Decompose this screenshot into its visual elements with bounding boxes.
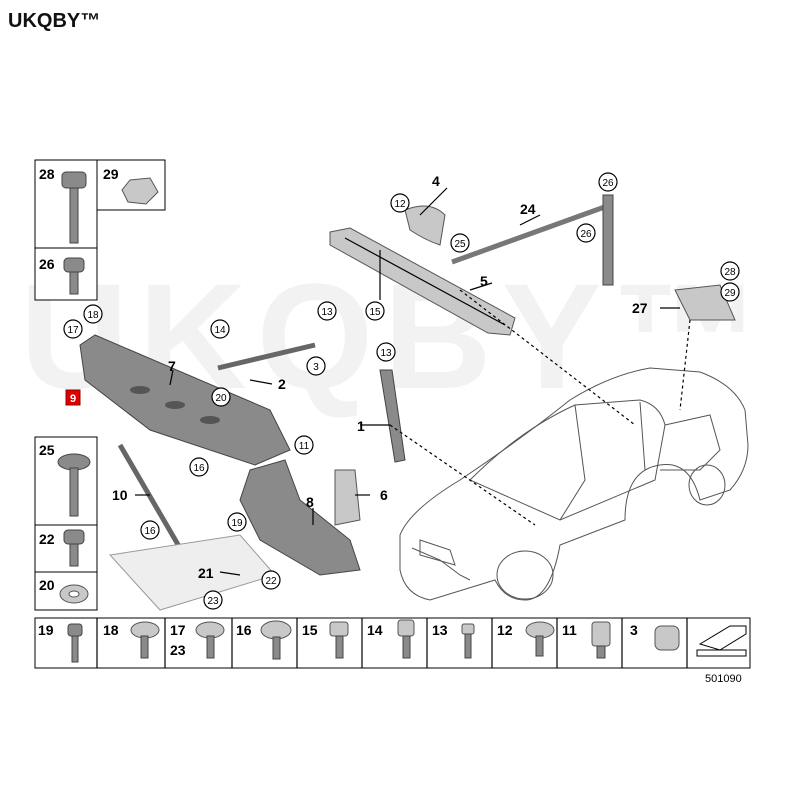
callout-13-a: 13 xyxy=(321,307,333,318)
fastener-panel-left-bottom: 25 22 20 xyxy=(34,436,98,611)
callout-25: 25 xyxy=(454,239,466,250)
direction-arrow-icon xyxy=(696,625,747,657)
part-24-strut xyxy=(451,202,611,265)
label-20: 20 xyxy=(39,577,55,593)
part-8-assembly xyxy=(239,459,361,576)
part-4-bracket xyxy=(404,205,446,246)
callout-10: 10 xyxy=(112,487,128,503)
callout-29: 29 xyxy=(724,288,736,299)
callout-26-a: 26 xyxy=(602,178,614,189)
part-1-strut xyxy=(379,369,406,463)
bottom-label-16: 16 xyxy=(236,622,252,638)
callout-1: 1 xyxy=(357,418,365,434)
label-22: 22 xyxy=(39,531,55,547)
part-6-bracket xyxy=(334,469,361,526)
callout-16-a: 16 xyxy=(193,463,205,474)
callout-16-b: 16 xyxy=(144,526,156,537)
callout-18: 18 xyxy=(87,310,99,321)
callout-19: 19 xyxy=(231,518,243,529)
circled-callouts: 12 25 26 26 28 29 15 13 13 3 14 20 17 18… xyxy=(63,172,740,610)
callout-15: 15 xyxy=(369,307,381,318)
leader-lines xyxy=(135,187,691,576)
part-7-panel xyxy=(79,334,291,466)
bottom-label-13: 13 xyxy=(432,622,448,638)
callout-12: 12 xyxy=(394,199,406,210)
callout-11: 11 xyxy=(299,441,310,452)
car-outline xyxy=(399,367,749,601)
callout-7: 7 xyxy=(168,358,176,374)
callout-17: 17 xyxy=(67,325,79,336)
label-28: 28 xyxy=(39,166,55,182)
fastener-panel-left-top: 28 29 26 xyxy=(34,159,166,301)
callout-20: 20 xyxy=(215,393,227,404)
bolt-25-shank xyxy=(69,467,79,517)
callout-9-box xyxy=(65,389,81,406)
diagram-ref-number: 501090 xyxy=(705,673,742,685)
bolt-22-shank xyxy=(69,543,79,567)
fastener-panel-bottom-row: 19 18 17 23 16 15 14 13 12 11 3 xyxy=(34,617,751,669)
bolt-28-head xyxy=(61,171,87,189)
bottom-label-17: 17 xyxy=(170,622,186,638)
bolt-26-shank xyxy=(69,271,79,295)
callout-28: 28 xyxy=(724,267,736,278)
part-21-crossmember xyxy=(109,534,276,611)
callout-5: 5 xyxy=(480,273,488,289)
callout-22: 22 xyxy=(265,576,277,587)
callout-2: 2 xyxy=(278,376,286,392)
bolt-22-head xyxy=(63,529,85,545)
bottom-label-3: 3 xyxy=(630,622,638,638)
part-5-rail xyxy=(329,227,516,336)
bottom-label-18: 18 xyxy=(103,622,119,638)
callout-26-b: 26 xyxy=(580,229,592,240)
callout-3: 3 xyxy=(313,362,319,373)
part-27-bracket xyxy=(674,284,736,321)
part-24-mount xyxy=(602,194,614,286)
part-10-rod xyxy=(117,443,183,550)
bolt-26-head xyxy=(63,257,85,273)
callout-14: 14 xyxy=(214,325,226,336)
bottom-label-12: 12 xyxy=(497,622,513,638)
bottom-label-15: 15 xyxy=(302,622,318,638)
nut-29 xyxy=(121,177,159,205)
callout-13-b: 13 xyxy=(380,348,392,359)
callout-4: 4 xyxy=(432,173,440,189)
label-26: 26 xyxy=(39,256,55,272)
callout-6: 6 xyxy=(380,487,388,503)
part-2-rod xyxy=(217,342,316,371)
label-25: 25 xyxy=(39,442,55,458)
callout-8: 8 xyxy=(306,494,314,510)
callout-9: 9 xyxy=(70,393,76,405)
callout-27: 27 xyxy=(632,300,648,316)
bottom-label-19: 19 xyxy=(38,622,54,638)
callout-24: 24 xyxy=(520,201,536,217)
bottom-label-14: 14 xyxy=(367,622,383,638)
callout-21: 21 xyxy=(198,565,214,581)
callout-23: 23 xyxy=(207,596,219,607)
label-29: 29 xyxy=(103,166,119,182)
brand-logo-text: UKQBY™ xyxy=(8,10,101,32)
bottom-label-11: 11 xyxy=(562,622,577,638)
bottom-label-23: 23 xyxy=(170,642,186,658)
bolt-28-shank xyxy=(69,187,79,244)
